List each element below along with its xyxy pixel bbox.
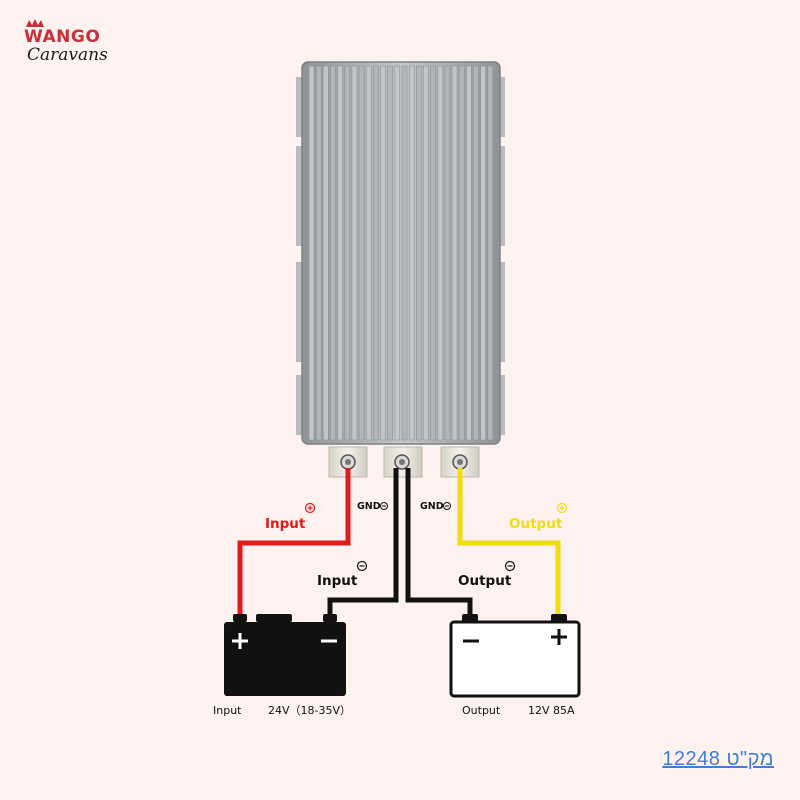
brand-logo: WANGO Caravans [24, 19, 108, 65]
heatsink-fin [330, 65, 336, 441]
heatsink-fin [480, 65, 487, 441]
heatsink-fins [308, 65, 494, 441]
heatsink-fin [380, 65, 386, 441]
heatsink-fin [394, 65, 401, 441]
minus-circle-icon [504, 560, 516, 572]
brand-line2: Caravans [27, 45, 108, 65]
heatsink-fin [373, 65, 379, 441]
crown-icon [26, 19, 44, 27]
brand-line1: WANGO [24, 27, 100, 47]
label-gnd-left: GND [357, 501, 381, 512]
heatsink-fin [487, 65, 494, 441]
heatsink-fin [466, 65, 472, 441]
heatsink-fin [344, 65, 351, 441]
heatsink-fin [351, 65, 358, 441]
minus-circle-icon [380, 502, 388, 510]
wire-input-negative [327, 468, 399, 617]
heatsink-fin [458, 65, 465, 441]
plus-sign-icon [551, 629, 567, 645]
heatsink-fin [308, 65, 315, 441]
terminal-block-gnd [383, 446, 423, 478]
heatsink-fin [451, 65, 458, 441]
input-battery-caption: Input [213, 704, 242, 717]
heatsink-fin [437, 65, 444, 441]
heatsink-fin [365, 65, 372, 441]
heatsink-fin [322, 65, 329, 441]
converter-unit [296, 61, 505, 445]
output-battery-caption: Output [462, 704, 501, 717]
wire-output-negative [405, 468, 473, 617]
heatsink-fin [473, 65, 479, 441]
heatsink-fin [387, 65, 394, 441]
plus-circle-icon [304, 502, 316, 514]
heatsink-fin [315, 65, 322, 441]
input-battery [224, 614, 346, 696]
heatsink-fin [337, 65, 343, 441]
heatsink-fin [358, 65, 365, 441]
wire-input-positive [237, 468, 351, 617]
heatsink-fin [408, 65, 415, 441]
heatsink-fin [415, 65, 422, 441]
heatsink-fin [430, 65, 436, 441]
plus-sign-icon [232, 633, 248, 649]
label-output-positive: Output [509, 516, 563, 532]
minus-circle-icon [443, 502, 451, 510]
label-input-negative: Input [317, 573, 358, 589]
minus-circle-icon [356, 560, 368, 572]
output-battery-spec: 12V 85A [528, 704, 575, 717]
heatsink-fin [401, 65, 408, 441]
plus-circle-icon [556, 502, 568, 514]
product-sku-link[interactable]: מק"ט 12248 [662, 748, 774, 770]
heatsink-fin [423, 65, 429, 441]
label-output-negative: Output [458, 573, 512, 589]
output-battery [449, 614, 581, 698]
heatsink-fin [444, 65, 451, 441]
label-gnd-right: GND [420, 501, 444, 512]
input-battery-spec: 24V（18-35V） [268, 704, 351, 717]
wire-output-positive [457, 468, 561, 617]
label-input-positive: Input [265, 516, 306, 532]
